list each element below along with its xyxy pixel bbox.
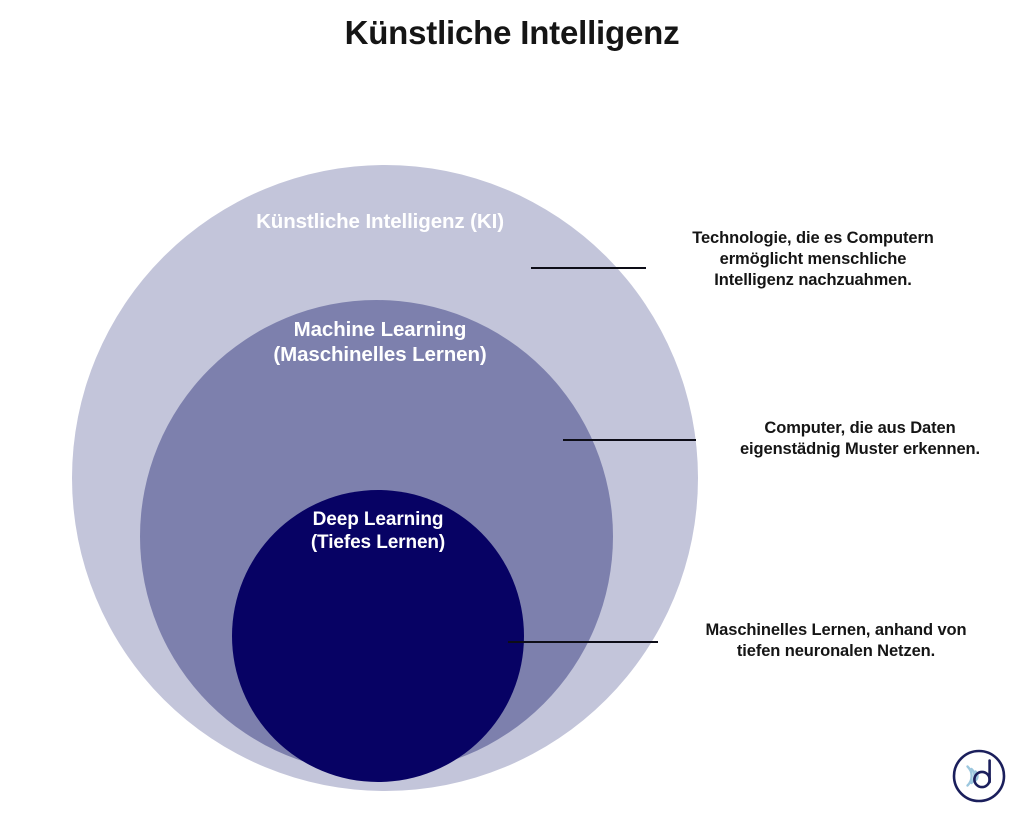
label-machine-learning: Machine Learning (Maschinelles Lernen) (273, 318, 487, 367)
d-wave-logo-icon (952, 749, 1006, 803)
callout-machine-learning: Computer, die aus Daten eigenstädnig Mus… (739, 419, 981, 459)
page-title: Künstliche Intelligenz (344, 14, 680, 51)
callout-deep-learning: Maschinelles Lernen, anhand von tiefen n… (705, 621, 967, 661)
brand-logo (951, 748, 1007, 804)
label-artificial-intelligence: Künstliche Intelligenz (KI) (256, 210, 504, 233)
leader-line-artificial-intelligence (531, 267, 646, 269)
circle-deep-learning (232, 490, 524, 782)
callout-artificial-intelligence: Technologie, die es Computern ermöglicht… (692, 229, 934, 290)
leader-line-deep-learning (508, 641, 658, 643)
label-deep-learning: Deep Learning (Tiefes Lernen) (310, 509, 446, 554)
leader-line-machine-learning (563, 439, 696, 441)
